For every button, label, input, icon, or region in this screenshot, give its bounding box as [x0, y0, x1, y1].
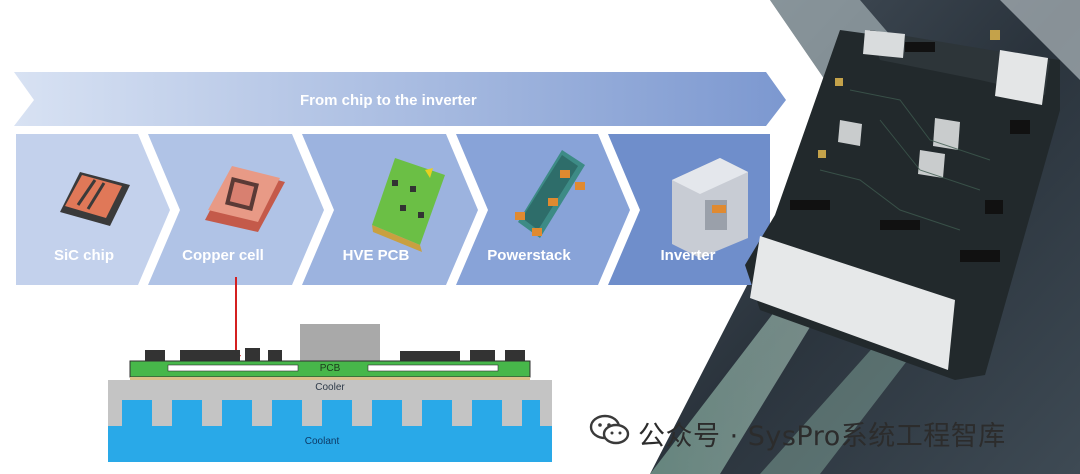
inverter-image	[672, 158, 748, 258]
copper-cell-image	[205, 166, 285, 232]
stage-label-inverter: Inverter	[660, 247, 716, 264]
coolant-layer	[108, 400, 552, 462]
wechat-icon	[589, 414, 630, 445]
cross-section-diagram	[108, 277, 552, 462]
cooler-label: Cooler	[315, 382, 345, 393]
sic-chip-image	[60, 172, 130, 226]
stage-label-sic-chip: SiC chip	[53, 247, 115, 264]
powerstack-image	[515, 150, 585, 238]
stage-chevrons	[16, 134, 770, 285]
pcb-label: PCB	[319, 363, 341, 374]
watermark-text: 公众号 · SysPro系统工程智库	[638, 421, 1006, 452]
stage-label-powerstack: Powerstack	[487, 247, 571, 264]
hve-pcb-image	[372, 158, 445, 252]
cooler-layer	[108, 380, 552, 400]
banner-label: From chip to the inverter	[300, 92, 477, 109]
banner-arrow	[14, 72, 786, 126]
stage-label-copper-cell: Copper cell	[182, 247, 264, 264]
stage-label-hve-pcb: HVE PCB	[342, 247, 410, 264]
coolant-label: Coolant	[304, 436, 340, 447]
